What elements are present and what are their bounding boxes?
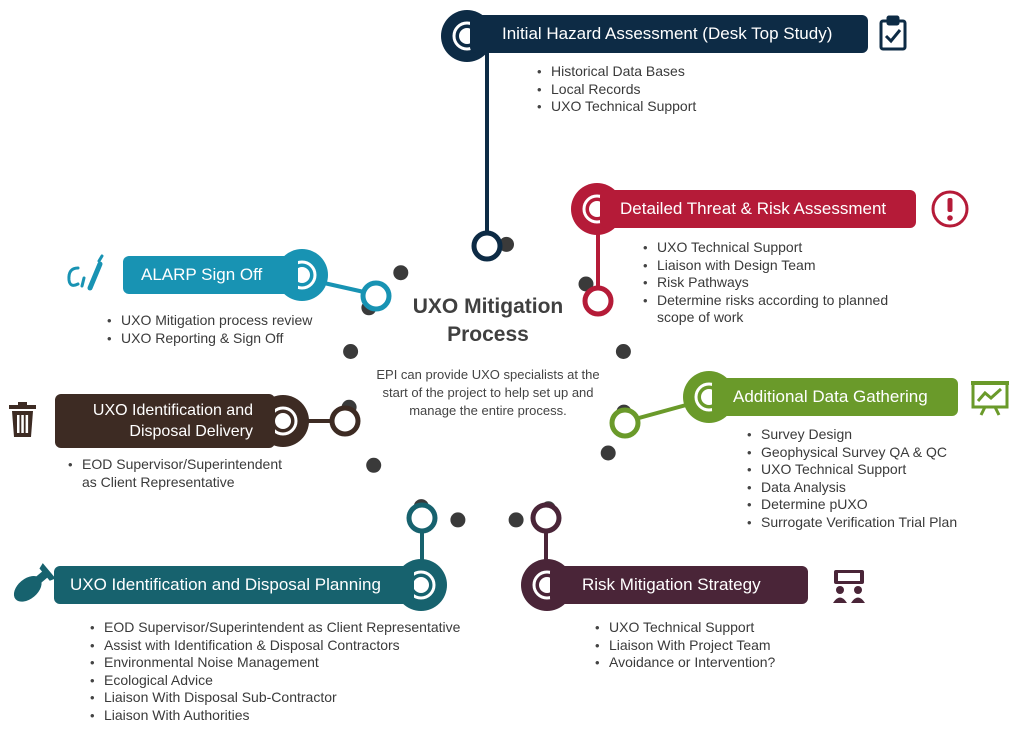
alarp-ring-node [360,280,392,312]
delivery-label-line2: Disposal Delivery [129,423,253,440]
diagram-title: UXO Mitigation Process [388,293,588,349]
risk-label: Risk Mitigation Strategy [550,566,808,604]
delivery-label: UXO Identification and Disposal Delivery [55,394,275,448]
circle-dot [615,344,631,359]
list-item: Assist with Identification & Disposal Co… [90,637,460,655]
circle-dot [450,512,466,528]
diagram-description: EPI can provide UXO specialists at the s… [376,367,600,418]
list-item: UXO Technical Support [643,239,888,257]
delivery-label-line1: UXO Identification and [92,402,253,419]
list-item-continuation: scope of work [657,309,744,325]
circle-dot [393,265,409,281]
list-item: Data Analysis [747,479,957,497]
list-item: Liaison With Disposal Sub-Contractor [90,689,460,707]
diagram-title-line2: Process [447,323,529,346]
list-item: Local Records [537,81,696,99]
list-item: UXO Technical Support [747,461,957,479]
chart-presentation-icon [971,381,1009,416]
threat-bullets: UXO Technical Support Liaison with Desig… [641,239,888,327]
risk-label-text: Risk Mitigation Strategy [582,575,761,594]
risk-bullets: UXO Technical Support Liaison With Proje… [593,619,775,672]
team-meeting-icon [833,570,865,603]
list-item: Risk Pathways [643,274,888,292]
threat-label-text: Detailed Threat & Risk Assessment [620,199,887,218]
data-ring-node [609,407,641,439]
alarp-label: ALARP Sign Off [123,256,298,294]
data-label-text: Additional Data Gathering [733,387,928,406]
list-item: Liaison With Project Team [595,637,775,655]
delivery-ring-node [329,405,361,437]
circle-dot [343,344,359,359]
alarp-bullets: UXO Mitigation process review UXO Report… [105,312,312,347]
list-item: UXO Reporting & Sign Off [107,330,312,348]
data-label: Additional Data Gathering [712,378,958,416]
circle-dot [508,512,524,528]
hazard-ring-node [471,230,503,262]
list-item: EOD Supervisor/Superintendent [68,456,282,474]
list-item: EOD Supervisor/Superintendent as Client … [90,619,460,637]
threat-label: Detailed Threat & Risk Assessment [600,190,916,228]
list-item: Determine risks according to planned [643,292,888,310]
list-item: Environmental Noise Management [90,654,460,672]
hazard-bullets: Historical Data Bases Local Records UXO … [535,63,696,116]
list-item: UXO Mitigation process review [107,312,312,330]
list-item: Liaison With Authorities [90,707,460,725]
list-item: Survey Design [747,426,957,444]
planning-ring-node [406,502,438,534]
threat-ring-node [582,285,614,317]
risk-ring-node [530,502,562,534]
list-item: Geophysical Survey QA & QC [747,444,957,462]
circle-dot [366,457,382,473]
list-item: Determine pUXO [747,496,957,514]
list-item: Avoidance or Intervention? [595,654,775,672]
hazard-label: Initial Hazard Assessment (Desk Top Stud… [470,15,868,53]
list-item: Historical Data Bases [537,63,696,81]
bomb-icon [13,563,56,602]
hazard-label-text: Initial Hazard Assessment (Desk Top Stud… [502,24,833,43]
circle-dot [499,236,514,252]
exclamation-icon [931,190,969,228]
delivery-bullets: EOD Supervisor/Superintendent as Client … [66,456,282,491]
list-item: UXO Technical Support [595,619,775,637]
circle-dot [600,445,616,461]
list-item: Liaison with Design Team [643,257,888,275]
planning-label-text: UXO Identification and Disposal Planning [70,575,381,594]
clipboard-check-icon [879,15,907,51]
list-item-continuation: as Client Representative [82,473,235,490]
list-item: UXO Technical Support [537,98,696,116]
signature-pen-icon [67,254,104,291]
planning-bullets: EOD Supervisor/Superintendent as Client … [88,619,460,724]
list-item: Ecological Advice [90,672,460,690]
data-bullets: Survey Design Geophysical Survey QA & QC… [745,426,957,531]
list-item: Surrogate Verification Trial Plan [747,514,957,532]
diagram-title-line1: UXO Mitigation [412,295,564,318]
trash-icon [9,402,36,437]
alarp-label-text: ALARP Sign Off [141,265,263,284]
planning-label: UXO Identification and Disposal Planning [54,566,414,604]
circle-dot [578,276,594,292]
